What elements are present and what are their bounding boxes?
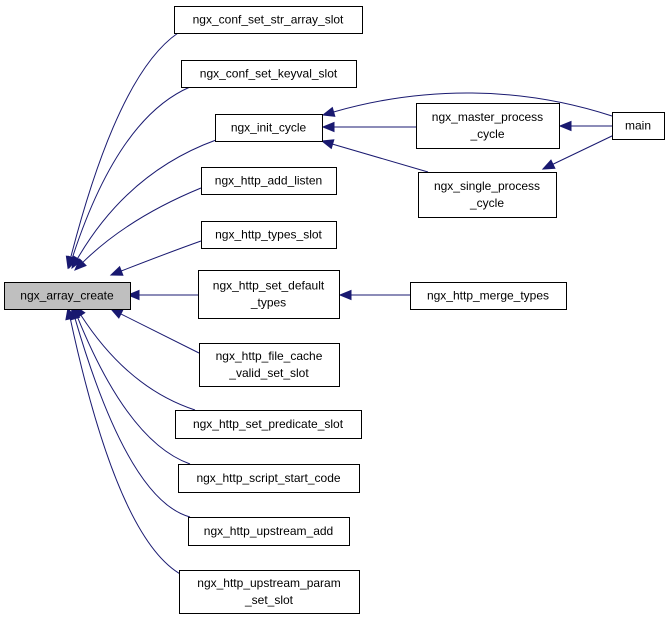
- arrowhead-icon: [321, 106, 336, 117]
- node-http-merge-types[interactable]: ngx_http_merge_types: [410, 282, 567, 310]
- edge-http_set_default_types-to-root: [126, 289, 198, 301]
- arrowhead-icon: [71, 255, 83, 270]
- edge-line: [77, 139, 217, 259]
- edge-line: [333, 92, 613, 117]
- node-label: ngx_conf_set_keyval_slot: [200, 67, 338, 81]
- edge-line: [332, 143, 429, 173]
- node-label: ngx_http_upstream_add: [204, 524, 333, 538]
- edge-http_merge_types-to-http_set_default_types: [338, 289, 410, 301]
- node-conf-set-keyval-slot[interactable]: ngx_conf_set_keyval_slot: [181, 60, 357, 88]
- node-box[interactable]: [410, 282, 567, 310]
- node-label: ngx_http_upstream_param: [197, 576, 340, 590]
- node-label: ngx_master_process: [432, 110, 543, 124]
- arrowhead-icon: [109, 265, 124, 276]
- node-label: ngx_http_add_listen: [215, 174, 322, 188]
- edge-line: [76, 316, 191, 465]
- node-http-file-cache-valid-set-slot[interactable]: ngx_http_file_cache _valid_set_slot: [199, 343, 340, 387]
- node-master-process-cycle[interactable]: ngx_master_process _cycle: [416, 103, 560, 149]
- arrowhead-icon: [541, 159, 556, 170]
- node-label: _types: [250, 296, 286, 310]
- node-single-process-cycle[interactable]: ngx_single_process _cycle: [418, 172, 557, 218]
- node-box[interactable]: [418, 172, 557, 218]
- node-box[interactable]: [215, 114, 323, 142]
- nodes-layer: ngx_array_create ngx_conf_set_str_array_s…: [4, 6, 665, 614]
- node-box[interactable]: [198, 270, 340, 319]
- node-box[interactable]: [199, 343, 340, 387]
- edge-line: [552, 134, 615, 165]
- node-box[interactable]: [612, 112, 665, 140]
- node-http-add-listen[interactable]: ngx_http_add_listen: [201, 167, 337, 195]
- arrowhead-icon: [338, 289, 352, 301]
- node-label: ngx_conf_set_str_array_slot: [193, 13, 344, 27]
- edge-http_add_listen-to-root: [74, 187, 202, 271]
- edge-init_cycle-to-root: [71, 139, 217, 270]
- node-box[interactable]: [181, 60, 357, 88]
- arrowhead-icon: [558, 120, 572, 132]
- node-box[interactable]: [174, 6, 363, 34]
- edge-http_types_slot-to-root: [109, 240, 202, 276]
- edge-line: [80, 314, 196, 411]
- node-http-set-predicate-slot[interactable]: ngx_http_set_predicate_slot: [175, 410, 362, 439]
- node-label: ngx_array_create: [20, 289, 114, 303]
- edge-line: [70, 32, 179, 258]
- edge-line: [74, 318, 191, 518]
- node-label: ngx_single_process: [434, 179, 540, 193]
- edge-main-to-master_process_cycle: [558, 120, 612, 132]
- arrowhead-icon: [74, 258, 87, 271]
- node-box[interactable]: [201, 167, 337, 195]
- edge-line: [82, 187, 202, 263]
- node-http-script-start-code[interactable]: ngx_http_script_start_code: [178, 464, 360, 493]
- node-box[interactable]: [188, 517, 350, 546]
- edge-line: [69, 318, 183, 576]
- arrowhead-icon: [320, 139, 335, 150]
- edge-conf_set_keyval_slot-to-root: [67, 86, 191, 270]
- edge-main-to-single_process_cycle: [541, 134, 615, 170]
- node-label: main: [625, 119, 651, 133]
- node-label: _cycle: [469, 127, 504, 141]
- node-http-set-default-types[interactable]: ngx_http_set_default _types: [198, 270, 340, 319]
- node-main[interactable]: main: [612, 112, 665, 140]
- node-label: _set_slot: [244, 593, 294, 607]
- edge-http_set_predicate_slot-to-root: [74, 304, 196, 411]
- node-label: ngx_http_set_predicate_slot: [193, 417, 344, 431]
- node-root[interactable]: ngx_array_create: [4, 282, 131, 310]
- arrowhead-icon: [65, 306, 76, 321]
- node-http-types-slot[interactable]: ngx_http_types_slot: [201, 221, 337, 249]
- node-label: _cycle: [469, 196, 504, 210]
- edge-main-to-init_cycle: [321, 92, 613, 117]
- arrowhead-icon: [321, 121, 335, 133]
- node-http-upstream-add[interactable]: ngx_http_upstream_add: [188, 517, 350, 546]
- node-box[interactable]: [4, 282, 131, 310]
- edge-line: [71, 86, 191, 258]
- node-label: ngx_init_cycle: [231, 121, 307, 135]
- edge-line: [120, 313, 200, 354]
- node-box[interactable]: [201, 221, 337, 249]
- edge-master_process_cycle-to-init_cycle: [321, 121, 416, 133]
- node-box[interactable]: [175, 410, 362, 439]
- node-label: ngx_http_script_start_code: [196, 471, 340, 485]
- arrowhead-icon: [109, 308, 124, 319]
- edges-layer: [65, 32, 615, 576]
- edge-http_upstream_param_set_slot-to-root: [65, 306, 183, 576]
- node-label: _valid_set_slot: [228, 366, 309, 380]
- edge-http_file_cache_valid_set_slot-to-root: [109, 308, 200, 354]
- node-conf-set-str-array-slot[interactable]: ngx_conf_set_str_array_slot: [174, 6, 363, 34]
- node-label: ngx_http_types_slot: [215, 228, 322, 242]
- node-box[interactable]: [179, 570, 360, 614]
- node-box[interactable]: [178, 464, 360, 493]
- node-http-upstream-param-set-slot[interactable]: ngx_http_upstream_param _set_slot: [179, 570, 360, 614]
- node-label: ngx_http_file_cache: [216, 349, 323, 363]
- node-init-cycle[interactable]: ngx_init_cycle: [215, 114, 323, 142]
- node-label: ngx_http_set_default: [213, 279, 325, 293]
- edge-single_process_cycle-to-init_cycle: [320, 139, 429, 173]
- node-box[interactable]: [416, 103, 560, 149]
- node-label: ngx_http_merge_types: [427, 289, 549, 303]
- edge-conf_set_str_array_slot-to-root: [65, 32, 179, 270]
- edge-line: [121, 240, 202, 272]
- arrowhead-icon: [126, 289, 140, 301]
